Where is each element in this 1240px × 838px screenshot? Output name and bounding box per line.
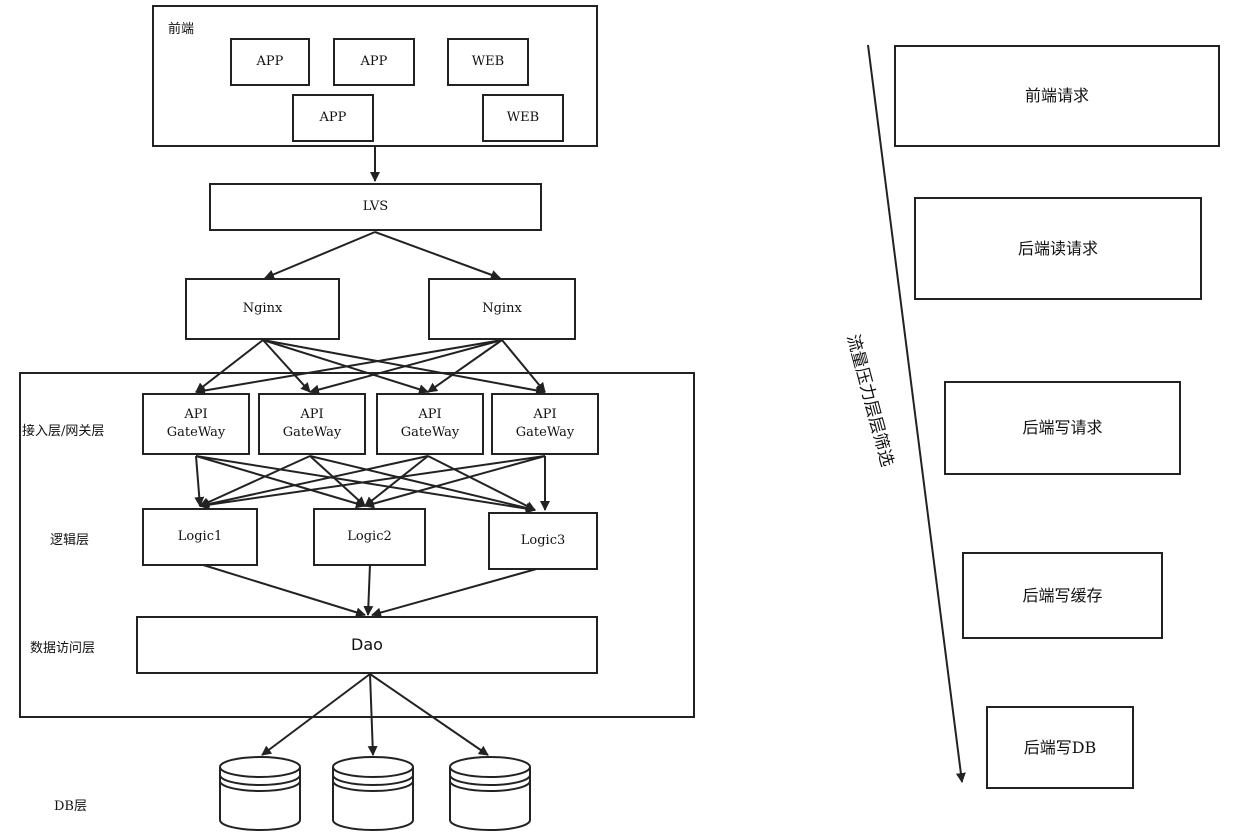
client-app-2: APP [333, 38, 415, 86]
database-icon [449, 756, 531, 831]
stage-backend-read: 后端读请求 [914, 197, 1202, 300]
nginx-box-2: Nginx [428, 278, 576, 340]
database-icon [219, 756, 301, 831]
stage-frontend-request: 前端请求 [894, 45, 1220, 147]
database-icon [332, 756, 414, 831]
db-cylinders [219, 756, 531, 831]
client-web-2: WEB [482, 94, 564, 142]
layer-label-db: DB层 [54, 799, 87, 814]
layer-label-data-access: 数据访问层 [30, 641, 96, 656]
frontend-label: 前端 [168, 22, 195, 37]
nginx-box-1: Nginx [185, 278, 340, 340]
traffic-filter-label: 流量压力层层筛选 [842, 332, 897, 469]
stage-backend-write-db: 后端写DB [986, 706, 1134, 789]
client-web-1: WEB [447, 38, 529, 86]
layer-label-logic: 逻辑层 [50, 533, 90, 548]
logic-box-3: Logic3 [488, 512, 598, 570]
api-gateway-1: API GateWay [142, 393, 250, 455]
client-app-1: APP [230, 38, 310, 86]
stage-backend-write: 后端写请求 [944, 381, 1181, 475]
stage-backend-write-cache: 后端写缓存 [962, 552, 1163, 639]
api-gateway-3: API GateWay [376, 393, 484, 455]
client-app-3: APP [292, 94, 374, 142]
dao-box: Dao [136, 616, 598, 674]
frontend-group [152, 5, 598, 147]
logic-box-1: Logic1 [142, 508, 258, 566]
backend-group [19, 372, 695, 718]
logic-box-2: Logic2 [313, 508, 426, 566]
layer-label-access: 接入层/网关层 [22, 424, 105, 439]
lvs-box: LVS [209, 183, 542, 231]
api-gateway-4: API GateWay [491, 393, 599, 455]
api-gateway-2: API GateWay [258, 393, 366, 455]
